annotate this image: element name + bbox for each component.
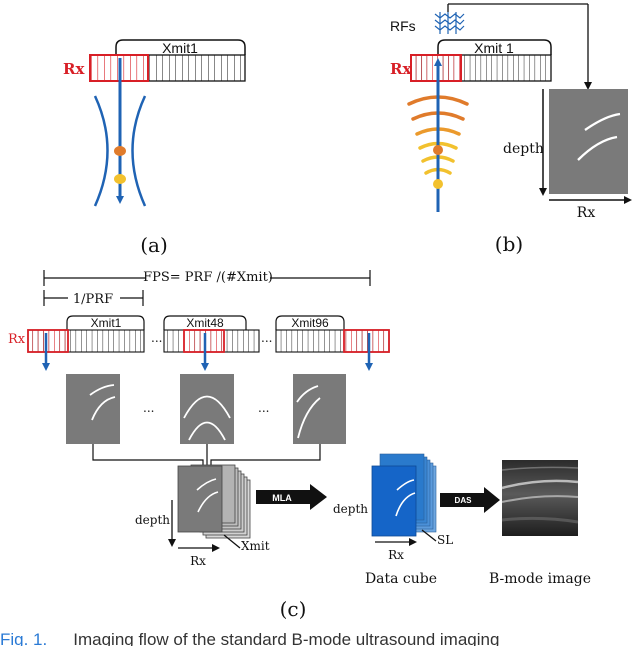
rf-frame-96 xyxy=(293,374,346,444)
panel-a: Xmit1 Rx (a) xyxy=(63,39,246,257)
xmit-aperture-bracket xyxy=(115,39,246,55)
prf-label: 1/PRF xyxy=(73,292,113,307)
rf-image-frame xyxy=(549,89,628,194)
das-label: DAS xyxy=(455,496,473,505)
stack-depth-label: depth xyxy=(135,513,170,527)
scatterer-yellow xyxy=(114,174,126,184)
xmit96-rx-aperture xyxy=(343,329,390,353)
cube-rx-label: Rx xyxy=(388,548,404,562)
xmit1-bracket xyxy=(66,315,145,330)
data-cube-caption: Data cube xyxy=(365,571,437,587)
rf-data-stack xyxy=(177,464,251,539)
rx-aperture xyxy=(410,54,462,82)
panel-b-caption: (b) xyxy=(495,232,523,256)
bmode-image xyxy=(501,460,579,536)
scatterer-orange xyxy=(433,145,443,155)
scatterer-orange xyxy=(114,146,126,156)
rf-signals-icon xyxy=(434,12,465,34)
beam-left-edge xyxy=(93,95,109,207)
mla-arrow xyxy=(256,484,327,510)
ellipsis-4: ... xyxy=(258,401,269,415)
ellipsis-1: ... xyxy=(151,331,162,345)
rf-image-arc-inner xyxy=(577,135,618,161)
xmit48-bracket xyxy=(163,315,247,330)
panel-c-caption: (c) xyxy=(280,597,307,621)
panel-a-caption: (a) xyxy=(140,233,168,257)
ellipsis-2: ... xyxy=(261,331,272,345)
ellipsis-3: ... xyxy=(143,401,154,415)
depth-label: depth xyxy=(503,141,544,157)
panel-b: RFs Xmit 1 Rx depth xyxy=(390,3,632,256)
cube-depth-label: depth xyxy=(333,502,368,516)
rx-axis-label: Rx xyxy=(577,205,596,221)
stack-xmit-label: Xmit xyxy=(241,539,270,553)
data-cube xyxy=(371,453,437,537)
rf-frame-48 xyxy=(180,374,234,444)
scatterer-yellow xyxy=(433,179,443,189)
das-arrow xyxy=(440,487,500,513)
xmit1-label: Xmit1 xyxy=(91,316,122,330)
stack-xmit-axis xyxy=(223,534,241,549)
xmit96-bracket xyxy=(275,315,345,330)
rfs-label: RFs xyxy=(390,18,416,34)
stack-rx-label: Rx xyxy=(190,554,206,568)
xmit1-rx-aperture xyxy=(27,329,69,353)
mla-label: MLA xyxy=(272,493,292,503)
rf-image-arc-outer xyxy=(584,112,621,131)
frame-connectors xyxy=(92,444,321,466)
xmit96-label: Xmit96 xyxy=(291,316,329,330)
figure-tag: Fig. 1. xyxy=(0,630,48,646)
xmit-aperture-bracket xyxy=(437,39,552,55)
beam-right-edge xyxy=(131,95,147,207)
fps-label: FPS= PRF /(#Xmit) xyxy=(143,270,273,285)
xmit-label: Xmit 1 xyxy=(474,40,514,56)
bmode-caption: B-mode image xyxy=(489,571,591,587)
figure-caption: Fig. 1. Imaging flow of the standard B-mo… xyxy=(0,630,640,646)
cube-sl-axis xyxy=(421,529,437,542)
rx-label: Rx xyxy=(63,60,85,78)
panel-c: FPS= PRF /(#Xmit) 1/PRF Rx Xmit1 ... Xmi… xyxy=(8,268,591,621)
cube-sl-label: SL xyxy=(437,533,453,547)
xmit-label: Xmit1 xyxy=(162,40,198,56)
figure-caption-text: Imaging flow of the standard B-mode ultr… xyxy=(73,630,500,646)
rx-label: Rx xyxy=(8,332,26,347)
rx-label: Rx xyxy=(390,60,412,78)
xmit48-label: Xmit48 xyxy=(186,316,224,330)
